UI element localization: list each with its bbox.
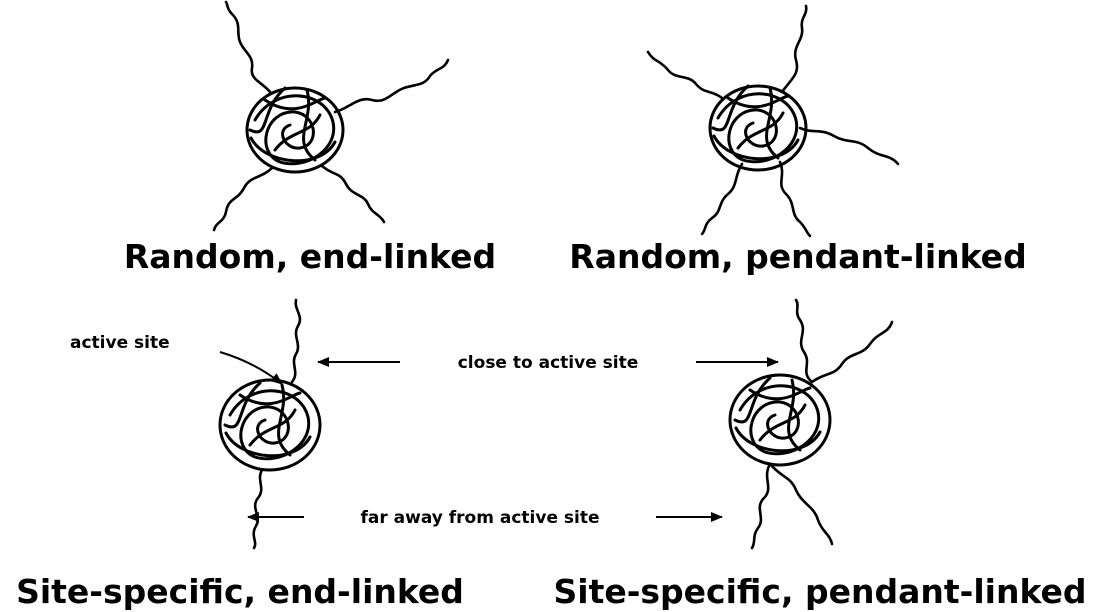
polymer-chain	[700, 162, 744, 236]
panel-caption: Random, pendant-linked	[569, 237, 1026, 276]
panel-caption: Site-specific, pendant-linked	[553, 572, 1086, 611]
close-to-active-site-label: close to active site	[458, 353, 639, 373]
polymer-chain	[768, 462, 834, 546]
annotation-far-from-active-site: far away from active site	[247, 508, 723, 528]
polymer-chain	[794, 298, 814, 384]
polymer-chain	[646, 50, 724, 100]
polymer-chain	[798, 126, 900, 166]
polymer-chain	[780, 4, 808, 94]
protein-coil	[708, 84, 808, 172]
panel-site-specific-end-linked: active site Site-specific, end-linked	[16, 298, 464, 611]
protein-coil	[218, 378, 322, 472]
polymer-chain	[778, 160, 812, 238]
polymer-chain	[224, 0, 272, 94]
polymer-chain	[290, 298, 302, 384]
protein-coil	[245, 86, 345, 174]
panel-caption: Site-specific, end-linked	[16, 572, 464, 611]
panel-random-end-linked: Random, end-linked	[124, 0, 496, 276]
polymer-chain	[212, 166, 274, 232]
far-from-active-site-label: far away from active site	[360, 508, 599, 528]
active-site-arrow	[219, 351, 283, 385]
panel-site-specific-pendant-linked: Site-specific, pendant-linked	[553, 298, 1087, 611]
annotation-close-to-active-site: close to active site	[317, 353, 779, 373]
panel-caption: Random, end-linked	[124, 237, 496, 276]
polymer-chain	[252, 468, 264, 550]
polymer-chain	[750, 462, 772, 550]
active-site-label: active site	[70, 333, 170, 353]
polymer-chain	[320, 164, 386, 224]
polymer-chain	[810, 320, 894, 384]
panel-random-pendant-linked: Random, pendant-linked	[569, 4, 1027, 276]
polymer-chain	[333, 58, 450, 114]
protein-coil	[728, 373, 832, 467]
